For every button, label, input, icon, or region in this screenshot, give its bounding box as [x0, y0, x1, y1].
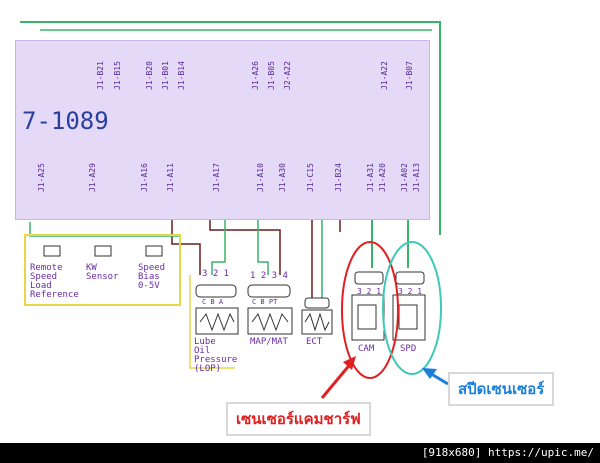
bottom-pin: J1-A29	[88, 163, 97, 192]
bottom-pin: J1-A13	[412, 163, 421, 192]
kw-sensor-label: KW Sensor	[86, 264, 119, 282]
cam-highlight-ring	[341, 241, 399, 379]
bottom-pin: J1-A02	[400, 163, 409, 192]
spd-pins: 3 2 1	[398, 287, 423, 296]
label-line: Pressure	[194, 355, 238, 365]
bottom-pin: J1-C15	[306, 163, 315, 192]
wire-green-map	[257, 218, 269, 275]
top-pin: J1-B07	[405, 61, 414, 90]
label-line: Load	[30, 281, 52, 291]
bottom-pin: J1-A11	[166, 163, 175, 192]
lop-body	[195, 307, 239, 335]
top-pin: J1-B21	[96, 61, 105, 90]
label-line: Speed	[138, 263, 166, 273]
top-pin: J1-A26	[251, 61, 260, 90]
bottom-pin: J1-A25	[37, 163, 46, 192]
lop-pins: 3 2 1	[202, 269, 230, 279]
spd-element	[398, 304, 418, 330]
label-line: Sensor	[86, 272, 119, 282]
label-line: KW	[86, 263, 97, 273]
wire-bus-left	[29, 222, 180, 237]
top-pin: J1-A22	[380, 61, 389, 90]
map-pins: 1 2 3 4	[250, 271, 288, 281]
watermark-bar: [918x680] https://upic.me/	[0, 443, 600, 463]
lop-pin-letters: C B A	[202, 298, 224, 306]
label-line: Lube	[194, 337, 216, 347]
label-line: 0-5V	[138, 281, 160, 291]
map-body	[247, 307, 293, 335]
lop-resistor	[199, 312, 235, 332]
cam-label: CAM	[358, 344, 375, 354]
wire-dark-a17	[209, 218, 281, 275]
bottom-pin: J1-A20	[378, 163, 387, 192]
cam-pins: 3 2 1	[357, 287, 382, 296]
connector-bias	[145, 245, 163, 257]
lop-connector	[195, 284, 237, 298]
bottom-pin: J1-A31	[366, 163, 375, 192]
top-pin: J1-B20	[145, 61, 154, 90]
label-line: Oil	[194, 346, 211, 356]
connector-kw	[94, 245, 112, 257]
connector-remote	[43, 245, 61, 257]
cam-body	[351, 294, 385, 341]
wire-green-left	[211, 218, 226, 275]
ect-label: ECT	[306, 337, 323, 347]
ecu-part-number: 7-1089	[22, 107, 109, 135]
wire-green-top	[20, 21, 441, 235]
cam-connector	[354, 271, 384, 285]
cam-element	[357, 304, 377, 330]
spd-arrow-head	[422, 368, 437, 379]
ect-connector	[304, 297, 330, 309]
speed-bias-label: Speed Bias 0-5V	[138, 264, 165, 291]
wire-yellow-bottom	[189, 275, 235, 369]
top-pin: J1-B15	[113, 61, 122, 90]
lop-label: Lube Oil Pressure (LOP)	[194, 338, 237, 374]
bottom-pin: J1-A30	[278, 163, 287, 192]
wire-dark-a11	[171, 218, 201, 275]
map-resistor	[251, 312, 289, 332]
cam-arrow-line	[320, 361, 354, 399]
label-line: Reference	[30, 290, 79, 300]
speed-sensor-callout: สปีดเซนเซอร์	[448, 372, 555, 406]
spd-label: SPD	[400, 344, 417, 354]
top-pin: J1-B14	[177, 61, 186, 90]
map-pin-letters: C B PT	[252, 298, 278, 306]
bottom-pin: J1-A17	[212, 163, 221, 192]
cam-arrow-head	[343, 356, 356, 370]
bottom-pin: J1-A16	[140, 163, 149, 192]
map-mat-label: MAP/MAT	[250, 337, 288, 347]
output-frame	[24, 234, 181, 306]
label-line: (LOP)	[194, 364, 222, 374]
top-pin: J1-B05	[267, 61, 276, 90]
spd-highlight-ring	[382, 241, 442, 375]
label-line: Remote	[30, 263, 63, 273]
ecu-block: 7-1089	[15, 40, 430, 220]
bottom-pin: J1-B24	[334, 163, 343, 192]
spd-connector	[395, 271, 425, 285]
remote-speed-label: Remote Speed Load Reference	[30, 264, 79, 300]
map-connector	[247, 284, 291, 298]
ect-resistor	[304, 312, 330, 332]
bottom-pin: J1-A10	[256, 163, 265, 192]
label-line: Bias	[138, 272, 160, 282]
top-pin: J1-B01	[161, 61, 170, 90]
camshaft-sensor-callout: เซนเซอร์แคมชาร์ฟ	[226, 402, 371, 436]
top-pin: J2-A22	[283, 61, 292, 90]
label-line: Speed	[30, 272, 58, 282]
